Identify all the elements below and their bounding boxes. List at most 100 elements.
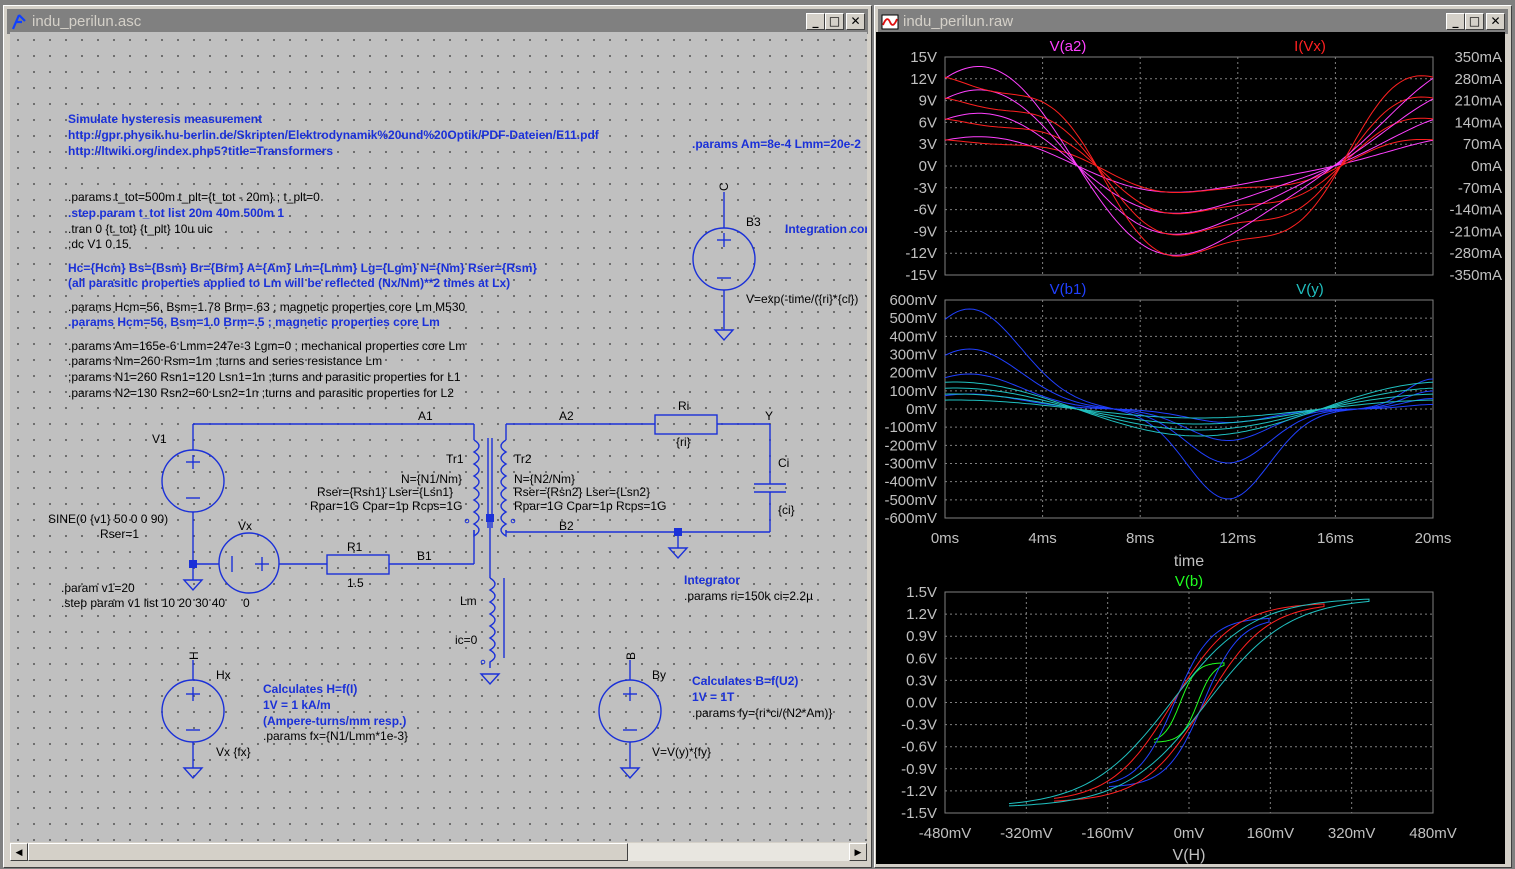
- tr1-n: N={N1/Nm}: [401, 472, 462, 486]
- directive-step-v1[interactable]: .step param v1 list 10 20 30 40: [61, 596, 225, 610]
- directive-param-v1[interactable]: .param v1=20: [61, 581, 135, 595]
- y-tick-label: -9V: [914, 223, 937, 240]
- maximize-button[interactable]: □: [1465, 13, 1484, 30]
- comment-hc-line: Hc={Hcm} Bs={Bsm} Br={Brm} A={Am} Lm={Lm…: [68, 261, 537, 275]
- trace-va2[interactable]: [944, 66, 1434, 256]
- trace-va2[interactable]: [944, 89, 1434, 235]
- schematic-titlebar[interactable]: indu_perilun.asc: [7, 9, 868, 34]
- ri-name: Ri: [678, 399, 689, 413]
- vx-name: Vx: [238, 519, 252, 533]
- trace-label-vb[interactable]: V(b): [1175, 573, 1203, 590]
- net-label-a1: A1: [418, 409, 433, 423]
- schematic-canvas[interactable]: Simulate hysteresis measurement http://g…: [10, 32, 867, 842]
- directive-params-hcm-m530[interactable]: .params Hcm=56, Bsm=1.78 Brm=.63 ; magne…: [68, 300, 465, 314]
- scroll-right-button[interactable]: ▶: [849, 843, 867, 861]
- b3-value: V=exp(-time/({ri}*{ci}): [746, 292, 858, 306]
- directive-dc[interactable]: ;dc V1 0 15: [68, 237, 129, 251]
- directive-params-fy[interactable]: .params fy={ri*ci/(N2*Am)}: [692, 706, 832, 720]
- trace-vb[interactable]: [1008, 598, 1370, 807]
- minimize-button[interactable]: _: [806, 13, 825, 30]
- schematic-horizontal-scrollbar[interactable]: ◀ ▶: [10, 843, 867, 861]
- tr2-name: Tr2: [514, 452, 532, 466]
- y-tick-label: 0.6V: [906, 650, 937, 667]
- trace-vb[interactable]: [1153, 662, 1225, 743]
- r1-resistor-symbol[interactable]: [326, 554, 390, 575]
- net-label-b1: B1: [417, 549, 432, 563]
- y-tick-label: 300mV: [889, 347, 937, 364]
- x-tick-label: 8ms: [1126, 530, 1154, 547]
- schematic-window-controls: _ □ ✕: [804, 13, 865, 30]
- trace-vy[interactable]: [944, 399, 1433, 419]
- trace-label-vb1[interactable]: V(b1): [1050, 281, 1087, 298]
- close-button[interactable]: ✕: [1486, 13, 1505, 30]
- y-tick-label: 9V: [919, 93, 937, 110]
- y-tick-label: 0V: [919, 158, 937, 175]
- directive-tran[interactable]: .tran 0 {t_tot} {t_plt} 10u uic: [68, 222, 213, 236]
- scroll-left-button[interactable]: ◀: [10, 843, 28, 861]
- trace-vb1[interactable]: [944, 348, 1434, 464]
- ci-name: Ci: [778, 456, 789, 470]
- close-button[interactable]: ✕: [846, 13, 865, 30]
- directive-params-am[interactable]: .params Am=165e-6 Lmm=247e-3 Lgm=0 ; mec…: [68, 339, 465, 353]
- y-tick-label: -300mV: [884, 456, 937, 473]
- scroll-thumb[interactable]: [28, 843, 628, 861]
- trace-ivx[interactable]: [944, 96, 1434, 236]
- plot-titlebar[interactable]: indu_perilun.raw: [878, 9, 1508, 34]
- y-tick-label: -400mV: [884, 474, 937, 491]
- y-tick-label: -70mA: [1458, 180, 1502, 197]
- vx-source-symbol[interactable]: [218, 532, 280, 594]
- x-axis-label-time: time: [1174, 553, 1204, 570]
- v1-rser: Rser=1: [100, 527, 139, 541]
- directive-params-n2[interactable]: .params N2=130 Rsn2=60 Lsn2=1n ;turns an…: [68, 386, 454, 400]
- trace-vy[interactable]: [944, 381, 1434, 437]
- hx-name: Hx: [216, 668, 231, 682]
- trace-ivx[interactable]: [944, 75, 1434, 257]
- y-tick-label: -280mA: [1449, 245, 1502, 262]
- comment-one-v-ka: 1V = 1 kA/m: [263, 698, 331, 712]
- arrow-left-icon: ◀: [15, 847, 23, 857]
- trace-vy[interactable]: [944, 393, 1434, 425]
- by-value: V=V(y)*{fy}: [652, 745, 711, 759]
- ri-resistor-symbol[interactable]: [654, 414, 718, 435]
- by-name: By: [652, 668, 666, 682]
- trace-label-vy[interactable]: V(y): [1296, 281, 1324, 298]
- y-tick-label: 600mV: [889, 292, 937, 309]
- trace-vb[interactable]: [1053, 603, 1325, 802]
- directive-params-nm[interactable]: .params Nm=260 Rsm=1m ;turns and series …: [68, 354, 382, 368]
- plot-pane-vb-vs-vh[interactable]: 1.5V1.2V0.9V0.6V0.3V0.0V-0.3V-0.6V-0.9V-…: [901, 573, 1457, 864]
- minimize-button[interactable]: _: [1446, 13, 1465, 30]
- vx-value: 0: [243, 596, 250, 610]
- trace-va2[interactable]: [944, 112, 1434, 214]
- y-tick-label: 140mA: [1454, 114, 1502, 131]
- directive-params-ri[interactable]: .params ri=150k ci=2.2µ: [684, 589, 813, 603]
- directive-params-fx[interactable]: .params fx={N1/Lmm*1e-3}: [263, 729, 408, 743]
- directive-params-n1[interactable]: ;params N1=260 Rsn1=120 Lsn1=1n ;turns a…: [68, 370, 461, 384]
- trace-ivx[interactable]: [944, 139, 1434, 193]
- tr2-rpar: Rpar=1G Cpar=1p Rcps=1G: [514, 499, 666, 513]
- directive-params-ttot[interactable]: .params t_tot=500m t_plt={t_tot - 20m} ;…: [68, 190, 320, 204]
- plot-title: indu_perilun.raw: [903, 13, 1014, 30]
- y-tick-label: 1.5V: [906, 584, 937, 601]
- comment-simulate: Simulate hysteresis measurement: [68, 112, 262, 126]
- plot-pane-vb1-vy[interactable]: 600mV500mV400mV300mV200mV100mV0mV-100mV-…: [884, 281, 1451, 570]
- comment-one-v-t: 1V = 1T: [692, 690, 735, 704]
- trace-vy[interactable]: [944, 387, 1434, 431]
- y-tick-label: -210mA: [1449, 223, 1502, 240]
- trace-vb1[interactable]: [944, 373, 1434, 442]
- trace-label-va2[interactable]: V(a2): [1050, 38, 1087, 55]
- y-tick-label: -100mV: [884, 419, 937, 436]
- trace-label-ivx[interactable]: I(Vx): [1294, 38, 1326, 55]
- trace-vb1[interactable]: [944, 308, 1434, 500]
- x-tick-label: 16ms: [1317, 530, 1354, 547]
- y-tick-label: 500mV: [889, 310, 937, 327]
- tr1-coil-symbol: [472, 439, 480, 538]
- trace-vb[interactable]: [1108, 617, 1270, 788]
- r1-name: R1: [347, 540, 363, 554]
- maximize-button[interactable]: □: [825, 13, 844, 30]
- net-label-a2: A2: [559, 409, 574, 423]
- trace-ivx[interactable]: [944, 117, 1434, 215]
- y-tick-label: -500mV: [884, 492, 937, 509]
- x-tick-label: 480mV: [1409, 825, 1457, 842]
